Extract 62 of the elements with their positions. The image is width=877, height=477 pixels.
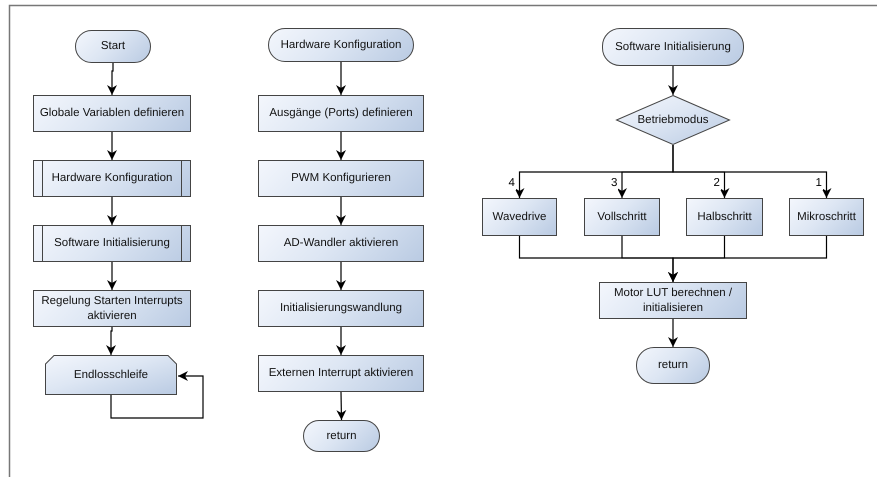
subroutine-box (33, 160, 191, 197)
node-label: Regelung Starten Interrupts aktivieren (40, 294, 184, 324)
arrow (107, 197, 117, 225)
arrow (106, 327, 116, 355)
arrow (107, 262, 117, 290)
node-label: Start (100, 39, 126, 54)
node-label: return (325, 428, 358, 444)
process-box (599, 282, 747, 319)
edge-label: 1 (814, 178, 823, 190)
process-box (33, 290, 191, 327)
arrow (336, 62, 346, 95)
process-box (33, 95, 191, 132)
process-box (789, 198, 864, 236)
arrow (336, 327, 346, 355)
arrow (336, 132, 346, 160)
node-label: Wavedrive (492, 210, 548, 224)
arrow (668, 236, 828, 282)
edge-label: 2 (712, 178, 721, 190)
arrow (668, 319, 678, 347)
node-label: Ausgänge (Ports) definieren (268, 106, 414, 121)
arrow (336, 392, 346, 420)
arrow (107, 63, 117, 95)
node-label: Hardware Konfiguration (50, 171, 174, 186)
process-box (686, 198, 763, 236)
arrow (668, 66, 678, 95)
node-label: Globale Variablen definieren (38, 106, 186, 121)
process-box (584, 198, 660, 236)
arrow (110, 371, 204, 419)
process-box (258, 95, 424, 132)
node-label: Halbschritt (696, 210, 753, 224)
process-box (258, 355, 424, 392)
node-label: Mikroschritt (796, 210, 857, 224)
edge-label: 3 (610, 178, 618, 190)
node-label: Hardware Konfiguration (280, 38, 402, 52)
arrow (336, 197, 346, 225)
decision-diamond (616, 95, 730, 145)
node-label: Motor LUT berechnen / initialisieren (612, 286, 734, 316)
node-label: Externen Interrupt aktivieren (268, 366, 414, 381)
node-label: PWM Konfigurieren (290, 171, 392, 186)
process-box (258, 160, 424, 197)
arrow (336, 262, 346, 290)
terminal-pill (636, 347, 710, 384)
subroutine-box (33, 225, 191, 262)
terminal-pill (602, 28, 744, 66)
node-label: Endlosschleife (72, 368, 150, 382)
process-box (482, 198, 557, 236)
node-label: Software Initialisierung (614, 40, 732, 54)
node-label: Vollschritt (596, 210, 648, 224)
arrow (107, 132, 117, 160)
node-label: Initialisierungswandlung (278, 301, 404, 316)
terminal-pill (303, 420, 380, 452)
process-box (258, 290, 424, 327)
terminal-pill (268, 28, 414, 62)
node-label: AD-Wandler aktivieren (282, 236, 400, 251)
edge-label: 4 (508, 178, 516, 190)
node-label: Software Initialisierung (53, 236, 171, 251)
node-label: return (656, 358, 690, 373)
process-box (258, 225, 424, 262)
node-label: Betriebmodus (636, 112, 710, 128)
terminal-pill (75, 30, 151, 63)
loop-box (45, 355, 177, 395)
arrow (672, 145, 832, 198)
